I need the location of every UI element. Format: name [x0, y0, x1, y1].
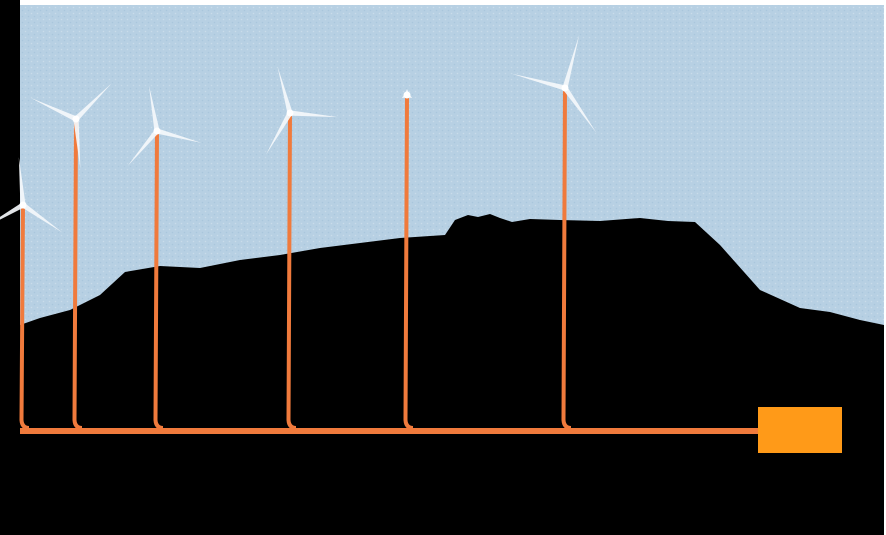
turbine-blade [0, 202, 25, 220]
turbine-blade [127, 129, 159, 167]
left-border [0, 0, 20, 535]
wind-turbine [0, 157, 63, 430]
turbine-hub [153, 127, 161, 135]
turbine-blade [511, 73, 566, 91]
turbine-blade [266, 111, 293, 155]
turbine-blade [18, 157, 26, 206]
turbine-hub [19, 201, 27, 209]
turbine-blade [562, 34, 580, 89]
turbine-blade [30, 97, 78, 122]
turbine-tower [19, 204, 30, 430]
wind-turbine [30, 83, 112, 430]
turbine-blade [74, 83, 112, 121]
substation-box [758, 407, 842, 453]
turbine-blade [277, 66, 293, 114]
turbine-tower [403, 94, 414, 430]
turbine-hub [561, 84, 569, 92]
turbine-hub [72, 115, 80, 123]
ground-band [20, 430, 884, 535]
wind-turbine [511, 34, 597, 430]
turbine-tower [153, 130, 164, 430]
wind-turbine [401, 89, 414, 430]
turbine-blade [562, 86, 597, 134]
wind-turbine [266, 66, 338, 430]
turbine-tower [72, 118, 83, 430]
turbine-hub [286, 109, 294, 117]
turbine-tower [561, 87, 572, 430]
turbine-blade [289, 110, 338, 118]
turbine-blade [156, 128, 202, 143]
main-cable [20, 428, 760, 434]
turbine-blade [73, 118, 81, 169]
turbine-hub [403, 91, 411, 99]
wind-turbine [127, 85, 202, 430]
turbine-blade [149, 85, 160, 132]
turbine-tower [286, 112, 297, 430]
turbine-blade [21, 202, 63, 233]
